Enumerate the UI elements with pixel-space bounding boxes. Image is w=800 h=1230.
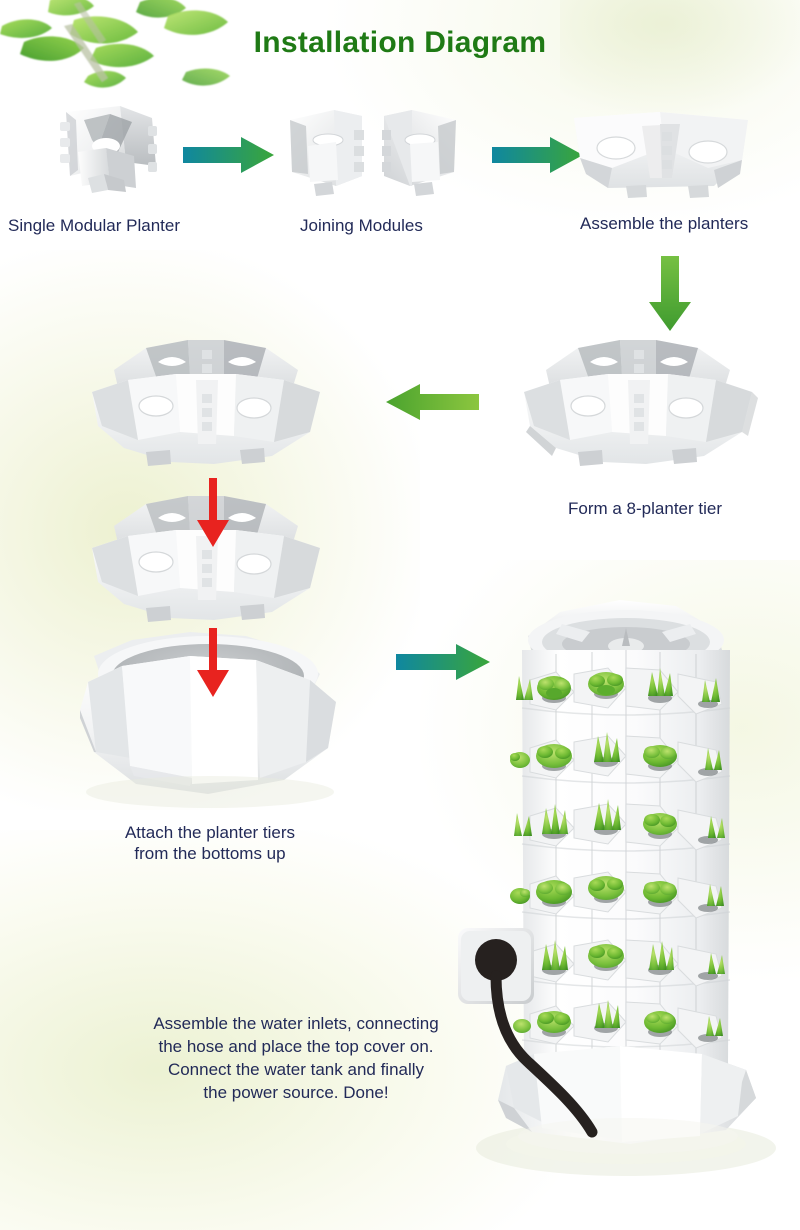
arrow-step1-to-step2: [183, 136, 275, 174]
single-modular-planter-image: [48, 100, 168, 195]
step-6-label-line4: the power source. Done!: [203, 1082, 389, 1102]
step-1-label: Single Modular Planter: [8, 216, 180, 235]
step-4-label: Form a 8-planter tier: [568, 499, 722, 518]
eight-planter-tier-ring-image: [516, 336, 760, 484]
arrow-attach-tier-base: [196, 628, 230, 698]
arrow-attach-tier-upper: [196, 478, 230, 548]
step-6-label-line3: Connect the water tank and finally: [167, 1059, 425, 1079]
step-6-label-line1: Assemble the water inlets, connecting: [153, 1014, 439, 1033]
step-5-label-line2: from the bottoms up: [134, 844, 286, 864]
background-tint-bottom: [0, 830, 560, 1230]
tier-upper-image: [84, 336, 328, 484]
step-5-label: Attach the planter tiers from the bottom…: [60, 822, 360, 865]
arrow-step5-to-step6: [396, 642, 492, 682]
finished-tower-with-plants-image: [458, 588, 790, 1198]
arrow-step2-to-step3: [492, 136, 584, 174]
step-6-label: Assemble the water inlets, connecting th…: [110, 1013, 482, 1105]
step-5-label-line1: Attach the planter tiers: [124, 823, 296, 842]
arrow-step3-to-step4: [648, 256, 692, 332]
background-sheen: [560, 0, 800, 120]
assembled-planter-pair-image: [568, 108, 754, 204]
step-3-label: Assemble the planters: [580, 214, 749, 233]
joining-modules-image: [288, 104, 458, 202]
bamboo-leaves-decoration: [0, 0, 240, 97]
step-6-label-line2: the hose and place the top cover on.: [158, 1036, 434, 1056]
page-title: Installation Diagram: [253, 26, 547, 59]
arrow-step4-to-step5: [384, 382, 480, 422]
step-2-label: Joining Modules: [300, 216, 423, 235]
